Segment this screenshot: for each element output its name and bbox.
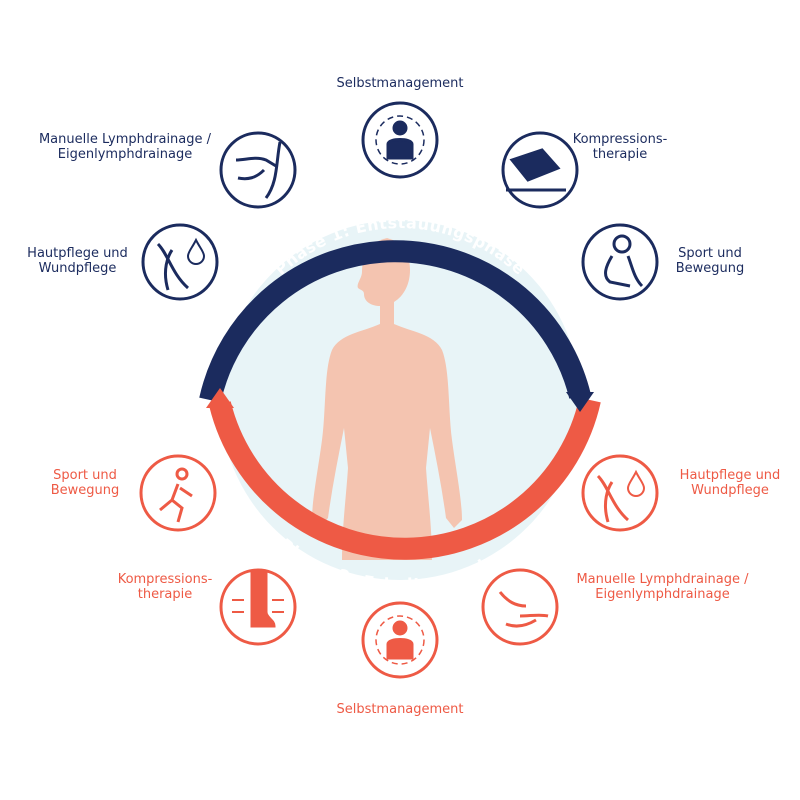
- label-line: Kompressions-: [117, 572, 213, 587]
- label-line: Hautpflege und: [679, 468, 781, 483]
- label-line: Wundpflege: [38, 261, 117, 276]
- lymph-drainage-icon: [219, 131, 297, 209]
- phase2-label-selbstmanagement: Selbstmanagement: [300, 702, 500, 717]
- label-line: Eigenlymphdrainage: [595, 587, 730, 602]
- phase2-arc: [209, 397, 601, 560]
- label-line: Bewegung: [50, 483, 120, 498]
- lymph-drainage-icon: [481, 568, 559, 646]
- label-line: Manuelle Lymphdrainage /: [38, 132, 212, 147]
- label-line: Kompressions-: [572, 132, 668, 147]
- phase2-label-lymphdrainage: Manuelle Lymphdrainage /Eigenlymphdraina…: [565, 572, 760, 602]
- skin-care-icon: [581, 454, 659, 532]
- exercise-icon: [581, 223, 659, 301]
- phase1-label-kompression: Kompressions-therapie: [565, 132, 675, 162]
- label-line: therapie: [137, 587, 193, 602]
- label-line: Sport und: [678, 246, 742, 261]
- label-line: Selbstmanagement: [336, 76, 464, 91]
- self-management-icon: [361, 101, 439, 179]
- label-line: Selbstmanagement: [336, 702, 464, 717]
- phase1-label-lymphdrainage: Manuelle Lymphdrainage /Eigenlymphdraina…: [30, 132, 220, 162]
- label-line: therapie: [592, 147, 648, 162]
- label-line: Wundpflege: [691, 483, 769, 498]
- label-line: Bewegung: [675, 261, 745, 276]
- running-icon: [139, 454, 217, 532]
- label-line: Manuelle Lymphdrainage /: [576, 572, 749, 587]
- compression-bandage-icon: [501, 131, 579, 209]
- phase1-label-selbstmanagement: Selbstmanagement: [300, 76, 500, 91]
- human-body-silhouette: [312, 238, 462, 560]
- label-line: Sport und: [53, 468, 117, 483]
- phase1-arc: [199, 240, 591, 403]
- label-line: Eigenlymphdrainage: [57, 147, 193, 162]
- self-management-icon: [361, 601, 439, 679]
- label-line: Hautpflege und: [27, 246, 128, 261]
- phase2-label-kompression: Kompressions-therapie: [110, 572, 220, 602]
- skin-care-icon: [141, 223, 219, 301]
- compression-stocking-icon: [219, 568, 297, 646]
- phase2-arrow-icon: [206, 388, 234, 408]
- phase1-arrow-icon: [566, 392, 594, 412]
